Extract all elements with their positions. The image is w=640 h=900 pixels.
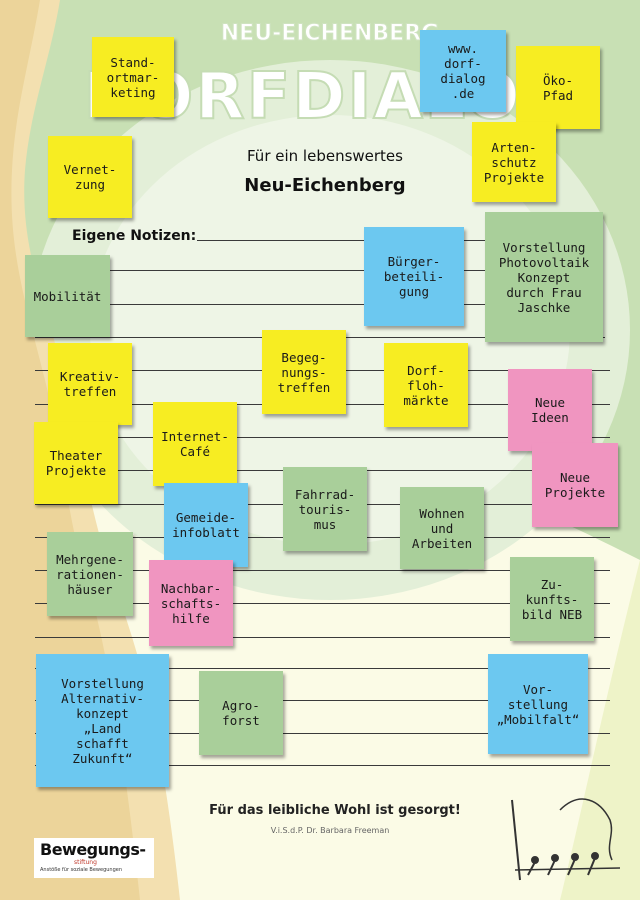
footer-slogan: Für das leibliche Wohl ist gesorgt! — [209, 803, 461, 818]
sticky-note-vernetzung: Vernet- zung — [48, 136, 132, 218]
sticky-note-mehrgenerationenhaeuser: Mehrgene- rationen- häuser — [47, 532, 133, 616]
note-line — [35, 668, 610, 669]
note-line — [80, 304, 490, 305]
sticky-note-alternativkonzept: Vorstellung Alternativ- konzept „Land sc… — [36, 654, 169, 787]
sticky-note-wohnen-und-arbeiten: Wohnen und Arbeiten — [400, 487, 484, 569]
sticky-note-artenschutz: Arten- schutz Projekte — [472, 122, 556, 202]
sticky-note-buergerbeteiligung: Bürger- beteili- gung — [364, 227, 464, 326]
sticky-note-standortmarketing: Stand- ortmar- keting — [92, 37, 174, 117]
poster-title: Neu-Eichenberg — [244, 175, 406, 196]
note-line — [35, 700, 610, 701]
note-line — [35, 765, 610, 766]
svg-text:NEU-EICHENBERG: NEU-EICHENBERG — [221, 21, 439, 46]
sticky-note-theater-projekte: Theater Projekte — [34, 422, 118, 504]
sticky-note-begegnungstreffen: Begeg- nungs- treffen — [262, 330, 346, 414]
sticky-note-photovoltaik: Vorstellung Photovoltaik Konzept durch F… — [485, 212, 603, 342]
logo-name: Bewegungs- — [40, 840, 146, 859]
sticky-note-internet-cafe: Internet- Café — [153, 402, 237, 486]
notes-label: Eigene Notizen: — [72, 228, 197, 244]
bewegungsstiftung-logo: Bewegungs- stiftung Anstöße für soziale … — [34, 838, 154, 878]
sticky-note-mobilfalt: Vor- stellung „Mobilfalt“ — [488, 654, 588, 754]
logo-tagline: Anstöße für soziale Bewegungen — [40, 867, 123, 873]
note-line — [197, 240, 487, 241]
sticky-note-neue-projekte: Neue Projekte — [532, 443, 618, 527]
sticky-note-agroforst: Agro- forst — [199, 671, 283, 755]
note-line — [35, 570, 610, 571]
sticky-note-gemeindeinfoblatt: Gemeide- infoblatt — [164, 483, 248, 567]
sticky-note-fahrradtourismus: Fahrrad- touris- mus — [283, 467, 367, 551]
tug-of-war-illustration — [511, 798, 621, 881]
sticky-note-nachbarschaftshilfe: Nachbar- schafts- hilfe — [149, 560, 233, 646]
poster-subtitle: Für ein lebenswertes — [247, 147, 403, 165]
sticky-note-oeko-pfad: Öko- Pfad — [516, 46, 600, 129]
sticky-note-mobilitaet: Mobilität — [25, 255, 110, 337]
note-line — [35, 603, 610, 604]
note-line — [35, 733, 610, 734]
sticky-note-kreativtreffen: Kreativ- treffen — [48, 343, 132, 425]
note-line — [35, 437, 610, 438]
sticky-note-dorfflohmaerkte: Dorf- floh- märkte — [384, 343, 468, 427]
sticky-note-zukunftsbild: Zu- kunfts- bild NEB — [510, 557, 594, 641]
sticky-note-website: www. dorf- dialog .de — [420, 30, 506, 112]
note-line — [35, 637, 610, 638]
logo-sub: stiftung — [74, 859, 97, 866]
sticky-note-neue-ideen: Neue Ideen — [508, 369, 592, 451]
note-line — [80, 270, 490, 271]
footer-credit: V.i.S.d.P. Dr. Barbara Freeman — [270, 826, 390, 835]
